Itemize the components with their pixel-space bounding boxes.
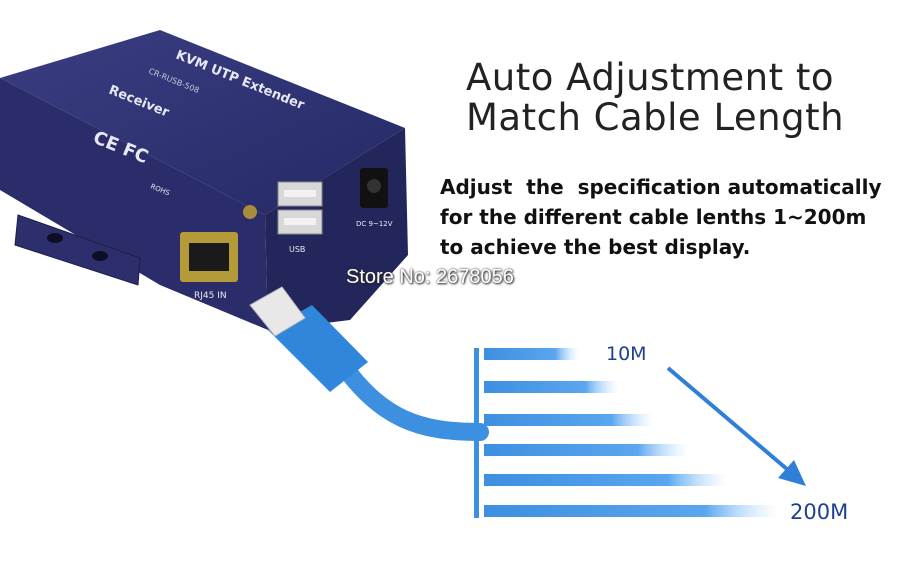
description-line-1: Adjust the specification automatically (440, 175, 882, 199)
rj45-socket (189, 243, 229, 271)
rj45-connector-boot (268, 305, 368, 392)
rj45-plug (249, 286, 306, 337)
length-bar (484, 414, 654, 426)
arrow-icon (666, 366, 806, 486)
description: Adjust the specification automatically f… (440, 172, 881, 262)
length-bar (484, 348, 579, 360)
headline: Auto Adjustment to Match Cable Length (466, 58, 844, 138)
length-bar (484, 474, 729, 486)
cable-length-bars (474, 348, 779, 518)
usb-label: USB (289, 245, 305, 254)
bracket-line (474, 348, 479, 518)
headline-line-1: Auto Adjustment to (466, 56, 834, 99)
bracket-hole (47, 233, 63, 243)
length-bar (484, 505, 779, 517)
length-max-label: 200M (790, 500, 849, 524)
rj45-label: RJ45 IN (194, 291, 227, 301)
length-bar (484, 444, 689, 456)
store-watermark: Store No: 2678056 (346, 266, 514, 288)
headline-line-2: Match Cable Length (466, 96, 845, 139)
description-line-2: for the different cable lenths 1~200m (440, 205, 867, 229)
length-bar (484, 381, 619, 393)
dc-label: DC 9~12V (356, 220, 393, 228)
ground-screw (243, 205, 257, 219)
length-min-label: 10M (606, 343, 647, 365)
device-top-face (0, 30, 405, 215)
cable-wire (329, 349, 489, 441)
mounting-bracket (14, 214, 141, 286)
description-line-3: to achieve the best display. (440, 235, 751, 259)
bracket-hole (92, 251, 108, 261)
ethernet-cable (249, 286, 489, 441)
